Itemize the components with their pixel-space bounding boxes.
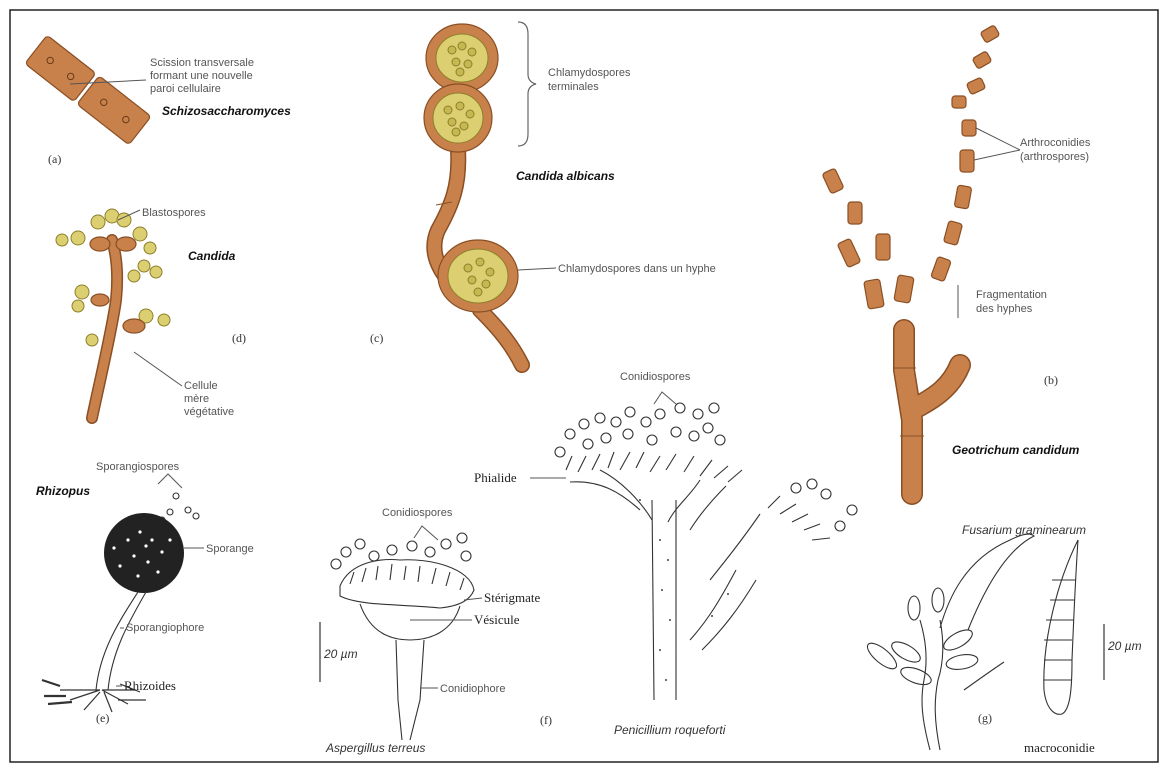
label-cellule-1: Cellule <box>184 380 218 392</box>
panel-tag-e: (e) <box>96 711 109 725</box>
brace <box>518 22 536 146</box>
arthroconidia <box>822 25 1000 309</box>
label-arthroconidies-2: (arthrospores) <box>1020 151 1089 163</box>
scale-label-f: 20 µm <box>323 647 358 661</box>
panel-f-aspergillus: Conidiospores Stérigmate Vésicule Conidi… <box>320 507 552 755</box>
panel-f-penicillium: Conidiospores Phialide Penicillium roque… <box>474 371 857 737</box>
label-cellule-3: végétative <box>184 406 234 418</box>
label-chlamydospores-2: terminales <box>548 81 599 93</box>
species-candida-albicans: Candida albicans <box>516 169 615 183</box>
label-arthroconidies-1: Arthroconidies <box>1020 137 1091 149</box>
label-fragmentation-2: des hyphes <box>976 303 1033 315</box>
species-candida: Candida <box>188 249 236 263</box>
macroconidium <box>1044 540 1078 714</box>
label-sterigmate: Stérigmate <box>484 590 541 605</box>
label-scission-1: Scission transversale <box>150 57 254 69</box>
species-geotrichum: Geotrichum candidum <box>952 443 1080 457</box>
panel-b: Arthroconidies (arthrospores) Fragmentat… <box>822 25 1091 494</box>
penicillium-stipe <box>652 500 756 700</box>
fusarium-conidiophore <box>864 534 1034 750</box>
intercalary-chlamydospore <box>438 240 518 312</box>
conidiophore <box>396 640 424 740</box>
terminal-chlamydospore-bottom <box>424 84 492 152</box>
label-chlamydospores-hyphe: Chlamydospores dans un hyphe <box>558 263 716 275</box>
schizosaccharomyces-cell <box>25 35 151 145</box>
panel-tag-g: (g) <box>978 711 992 725</box>
penicillium-phialides <box>566 452 830 540</box>
label-vesicule: Vésicule <box>474 612 520 627</box>
terminal-chlamydospore-top <box>426 24 498 92</box>
panel-tag-d: (d) <box>232 331 246 345</box>
label-sporangiophore: Sporangiophore <box>126 622 204 634</box>
panel-a: Scission transversale formant une nouvel… <box>25 35 291 166</box>
figure-frame <box>10 10 1158 762</box>
penicillium-conidia <box>555 403 857 531</box>
aspergillus-head <box>340 560 474 608</box>
vesicle <box>360 604 460 640</box>
label-sporangiospores: Sporangiospores <box>96 461 180 473</box>
panel-d: Blastospores Candida (d) Cellule mère vé… <box>56 207 246 418</box>
label-cellule-2: mère <box>184 393 209 405</box>
species-schizosaccharomyces: Schizosaccharomyces <box>162 104 291 118</box>
sporangiophore <box>96 592 146 690</box>
panel-tag-b: (b) <box>1044 373 1058 387</box>
label-fragmentation-1: Fragmentation <box>976 289 1047 301</box>
panel-tag-c: (c) <box>370 331 383 345</box>
label-scission-2: formant une nouvelle <box>150 70 253 82</box>
scale-label-g: 20 µm <box>1107 639 1142 653</box>
label-scission-3: paroi cellulaire <box>150 83 221 95</box>
label-conidiospores-aspergillus: Conidiospores <box>382 507 453 519</box>
species-penicillium: Penicillium roqueforti <box>614 723 726 737</box>
aspergillus-conidia <box>331 533 471 569</box>
species-rhizopus: Rhizopus <box>36 484 90 498</box>
panel-g: Fusarium graminearum 20 µm (g) macroconi… <box>864 523 1142 755</box>
panel-tag-a: (a) <box>48 152 61 166</box>
panel-c: Chlamydospores terminales Candida albica… <box>370 22 716 365</box>
sporangium <box>104 513 184 593</box>
label-phialide: Phialide <box>474 470 517 485</box>
label-macroconidie: macroconidie <box>1024 740 1095 755</box>
panel-e: Sporangiospores Rhizopus Sporange Sporan… <box>36 461 254 725</box>
label-conidiospores-penicillium: Conidiospores <box>620 371 691 383</box>
penicillium-branches <box>570 470 760 580</box>
label-chlamydospores-1: Chlamydospores <box>548 67 631 79</box>
panel-tag-f: (f) <box>540 713 552 727</box>
label-rhizoides: Rhizoides <box>124 678 176 693</box>
label-sporange: Sporange <box>206 543 254 555</box>
species-aspergillus: Aspergillus terreus <box>325 741 425 755</box>
label-blastospores: Blastospores <box>142 207 206 219</box>
label-conidiophore: Conidiophore <box>440 683 505 695</box>
